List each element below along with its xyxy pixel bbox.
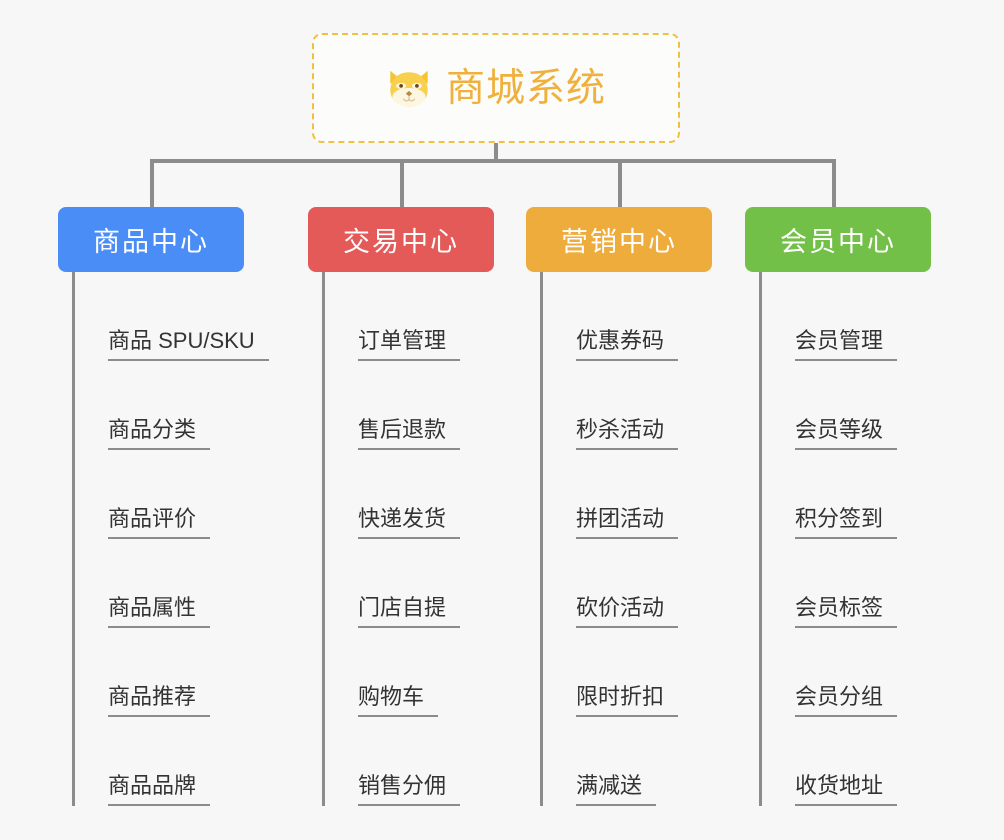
list-item[interactable]: 拼团活动 xyxy=(540,450,712,539)
connector-drop-1 xyxy=(150,159,154,207)
list-item-label: 商品属性 xyxy=(108,596,211,628)
list-item-label: 门店自提 xyxy=(358,596,461,628)
list-item-label: 商品评价 xyxy=(108,507,211,539)
connector-root-stem xyxy=(494,143,498,161)
list-item[interactable]: 快递发货 xyxy=(322,450,494,539)
list-item-label: 会员分组 xyxy=(795,685,898,717)
column-spine-2 xyxy=(322,272,325,806)
list-item[interactable]: 满减送 xyxy=(540,717,712,806)
connector-drop-3 xyxy=(618,159,622,207)
column-member-center: 会员中心 会员管理 会员等级 积分签到 会员标签 会员分组 收货地址 xyxy=(745,207,931,806)
column-spine-3 xyxy=(540,272,543,806)
list-item[interactable]: 订单管理 xyxy=(322,272,494,361)
list-item[interactable]: 购物车 xyxy=(322,628,494,717)
column-header-4[interactable]: 会员中心 xyxy=(745,207,931,272)
list-item[interactable]: 收货地址 xyxy=(759,717,931,806)
list-item-label: 优惠券码 xyxy=(576,329,679,361)
column-children-2: 订单管理 售后退款 快递发货 门店自提 购物车 销售分佣 xyxy=(322,272,494,806)
list-item[interactable]: 积分签到 xyxy=(759,450,931,539)
list-item-label: 订单管理 xyxy=(358,329,461,361)
list-item[interactable]: 商品推荐 xyxy=(72,628,244,717)
connector-drop-2 xyxy=(400,159,404,207)
list-item[interactable]: 秒杀活动 xyxy=(540,361,712,450)
list-item-label: 会员管理 xyxy=(795,329,898,361)
list-item-label: 快递发货 xyxy=(358,507,461,539)
column-header-3[interactable]: 营销中心 xyxy=(526,207,712,272)
column-spine-1 xyxy=(72,272,75,806)
root-node-mall-system[interactable]: 商城系统 xyxy=(312,33,680,143)
column-product-center: 商品中心 商品 SPU/SKU 商品分类 商品评价 商品属性 商品推荐 商品品牌 xyxy=(58,207,269,806)
column-header-1[interactable]: 商品中心 xyxy=(58,207,244,272)
list-item-label: 售后退款 xyxy=(358,418,461,450)
list-item[interactable]: 砍价活动 xyxy=(540,539,712,628)
list-item[interactable]: 会员分组 xyxy=(759,628,931,717)
connector-horizontal-bus xyxy=(150,159,836,163)
list-item[interactable]: 商品 SPU/SKU xyxy=(72,272,269,361)
column-header-2[interactable]: 交易中心 xyxy=(308,207,494,272)
list-item-label: 秒杀活动 xyxy=(576,418,679,450)
column-children-1: 商品 SPU/SKU 商品分类 商品评价 商品属性 商品推荐 商品品牌 xyxy=(72,272,269,806)
column-spine-4 xyxy=(759,272,762,806)
column-children-4: 会员管理 会员等级 积分签到 会员标签 会员分组 收货地址 xyxy=(759,272,931,806)
list-item-label: 拼团活动 xyxy=(576,507,679,539)
list-item-label: 积分签到 xyxy=(795,507,898,539)
list-item-label: 销售分佣 xyxy=(358,774,461,806)
shiba-dog-face-icon xyxy=(390,70,428,107)
list-item[interactable]: 商品分类 xyxy=(72,361,244,450)
column-children-3: 优惠券码 秒杀活动 拼团活动 砍价活动 限时折扣 满减送 xyxy=(540,272,712,806)
list-item-label: 商品 SPU/SKU xyxy=(108,329,269,361)
list-item-label: 商品品牌 xyxy=(108,774,211,806)
root-title: 商城系统 xyxy=(445,66,606,110)
list-item-label: 限时折扣 xyxy=(576,685,679,717)
connector-drop-4 xyxy=(832,159,836,207)
list-item[interactable]: 商品属性 xyxy=(72,539,244,628)
list-item-label: 商品分类 xyxy=(108,418,211,450)
list-item[interactable]: 售后退款 xyxy=(322,361,494,450)
list-item[interactable]: 商品评价 xyxy=(72,450,244,539)
list-item[interactable]: 销售分佣 xyxy=(322,717,494,806)
list-item-label: 购物车 xyxy=(358,685,439,717)
list-item-label: 收货地址 xyxy=(795,774,898,806)
list-item[interactable]: 门店自提 xyxy=(322,539,494,628)
list-item[interactable]: 会员标签 xyxy=(759,539,931,628)
column-trade-center: 交易中心 订单管理 售后退款 快递发货 门店自提 购物车 销售分佣 xyxy=(308,207,494,806)
list-item[interactable]: 限时折扣 xyxy=(540,628,712,717)
list-item[interactable]: 优惠券码 xyxy=(540,272,712,361)
list-item-label: 满减送 xyxy=(576,774,657,806)
list-item[interactable]: 会员等级 xyxy=(759,361,931,450)
list-item-label: 商品推荐 xyxy=(108,685,211,717)
list-item-label: 会员等级 xyxy=(795,418,898,450)
column-marketing-center: 营销中心 优惠券码 秒杀活动 拼团活动 砍价活动 限时折扣 满减送 xyxy=(526,207,712,806)
list-item-label: 砍价活动 xyxy=(576,596,679,628)
list-item[interactable]: 会员管理 xyxy=(759,272,931,361)
list-item-label: 会员标签 xyxy=(795,596,898,628)
list-item[interactable]: 商品品牌 xyxy=(72,717,244,806)
